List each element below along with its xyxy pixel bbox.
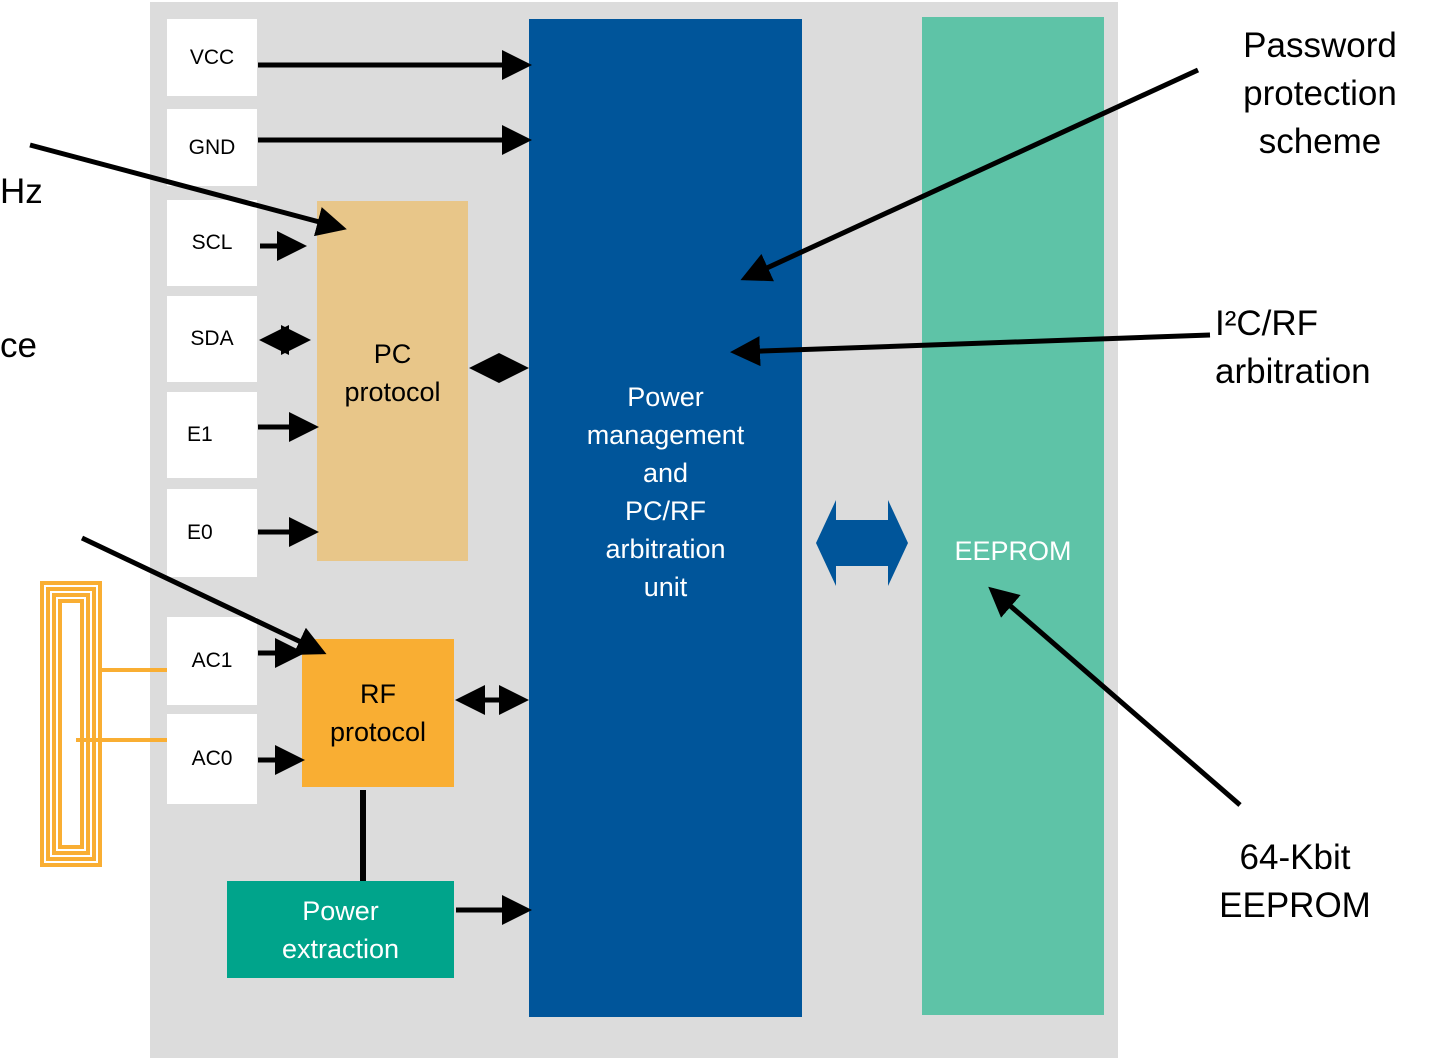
rf-protocol-label: RF protocol bbox=[329, 679, 427, 747]
pin-ac1-label: AC1 bbox=[191, 649, 233, 672]
pin-e1: E1 bbox=[167, 392, 257, 478]
pin-scl: SCL bbox=[167, 200, 257, 286]
arbitration-pointer bbox=[730, 332, 1211, 367]
password-pointer bbox=[740, 67, 1200, 282]
power-extraction-label: Power extraction bbox=[281, 895, 400, 964]
password-annotation: Password protection scheme bbox=[1243, 26, 1397, 161]
pin-gnd-label: GND bbox=[188, 135, 236, 159]
eeprom-pointer bbox=[988, 586, 1242, 807]
power-management-block: Power management and PC/RF arbitration u… bbox=[529, 19, 802, 1017]
antenna-coil bbox=[40, 581, 167, 867]
pin-e1-label: E1 bbox=[187, 423, 213, 446]
rf-protocol-block: RF protocol bbox=[302, 639, 454, 787]
pin-gnd: GND bbox=[167, 109, 257, 186]
rf-interface-pointer bbox=[80, 535, 327, 655]
pin-ac0-label: AC0 bbox=[191, 747, 233, 770]
power-management-label: Power management and PC/RF arbitration u… bbox=[586, 382, 745, 602]
interface-annotation-fragment: ce bbox=[0, 326, 37, 365]
pin-scl-label: SCL bbox=[191, 231, 233, 254]
clock-pointer bbox=[29, 142, 347, 237]
arbitration-annotation: I²C/RF arbitration bbox=[1215, 304, 1371, 391]
pin-sda-label: SDA bbox=[190, 327, 234, 350]
i2c-protocol-label: PC protocol bbox=[344, 339, 441, 407]
pin-e0: E0 bbox=[167, 489, 257, 577]
pin-ac0: AC0 bbox=[167, 714, 257, 804]
eeprom-size-annotation: 64-Kbit EEPROM bbox=[1219, 838, 1371, 925]
eeprom-label: EEPROM bbox=[954, 536, 1072, 566]
pin-sda: SDA bbox=[167, 296, 257, 382]
i2c-protocol-block: PC protocol bbox=[317, 201, 468, 561]
pin-e0-label: E0 bbox=[187, 521, 213, 544]
pin-vcc-label: VCC bbox=[189, 45, 235, 69]
power-extraction-block: Power extraction bbox=[227, 881, 454, 978]
pm-eeprom-bus-arrow bbox=[816, 500, 908, 586]
clock-annotation-fragment: Hz bbox=[0, 172, 43, 211]
pin-vcc: VCC bbox=[167, 19, 257, 96]
pin-ac1: AC1 bbox=[167, 617, 257, 705]
